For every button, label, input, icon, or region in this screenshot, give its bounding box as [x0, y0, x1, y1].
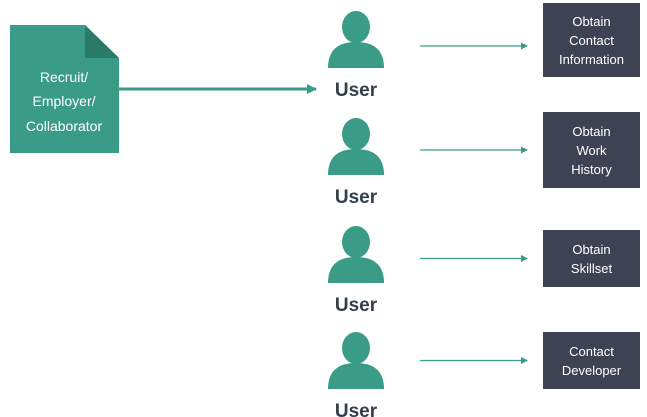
user-icon [328, 11, 384, 68]
action-label-line-3: Information [559, 52, 624, 67]
user-icon-head [342, 118, 370, 150]
user-icon-body [328, 42, 384, 68]
action-label-line-1: Obtain [572, 124, 610, 139]
user-label: User [335, 187, 378, 208]
source-label-line-1: Recruit/ [40, 69, 88, 85]
source-label-line-3: Collaborator [26, 118, 103, 134]
action-label-line-1: Contact [569, 344, 614, 359]
user-icon-head [342, 226, 370, 258]
action-label-line-2: Skillset [571, 261, 613, 276]
user-label: User [335, 295, 378, 316]
user-label: User [335, 80, 378, 101]
action-box [543, 3, 640, 77]
action-box [543, 230, 640, 287]
user-icon [328, 226, 384, 283]
action-label-line-3: History [571, 162, 612, 177]
action-label-line-1: Obtain [572, 242, 610, 257]
user-icon-body [328, 363, 384, 389]
action-label-line-1: Obtain [572, 14, 610, 29]
action-box [543, 112, 640, 188]
user-icon [328, 118, 384, 175]
document-fold [85, 25, 119, 58]
user-icon-head [342, 332, 370, 364]
action-label-line-2: Contact [569, 33, 614, 48]
user-icon-body [328, 257, 384, 283]
user-icon-head [342, 11, 370, 43]
user-rows: UserObtainContactInformationUserObtainWo… [328, 3, 640, 417]
action-label-line-2: Developer [562, 363, 622, 378]
action-box [543, 332, 640, 389]
action-label-line-2: Work [576, 143, 607, 158]
user-label: User [335, 401, 378, 417]
user-icon-body [328, 149, 384, 175]
source-document-node: Recruit/ Employer/ Collaborator [10, 25, 119, 153]
source-label-line-2: Employer/ [32, 93, 95, 109]
user-icon [328, 332, 384, 389]
